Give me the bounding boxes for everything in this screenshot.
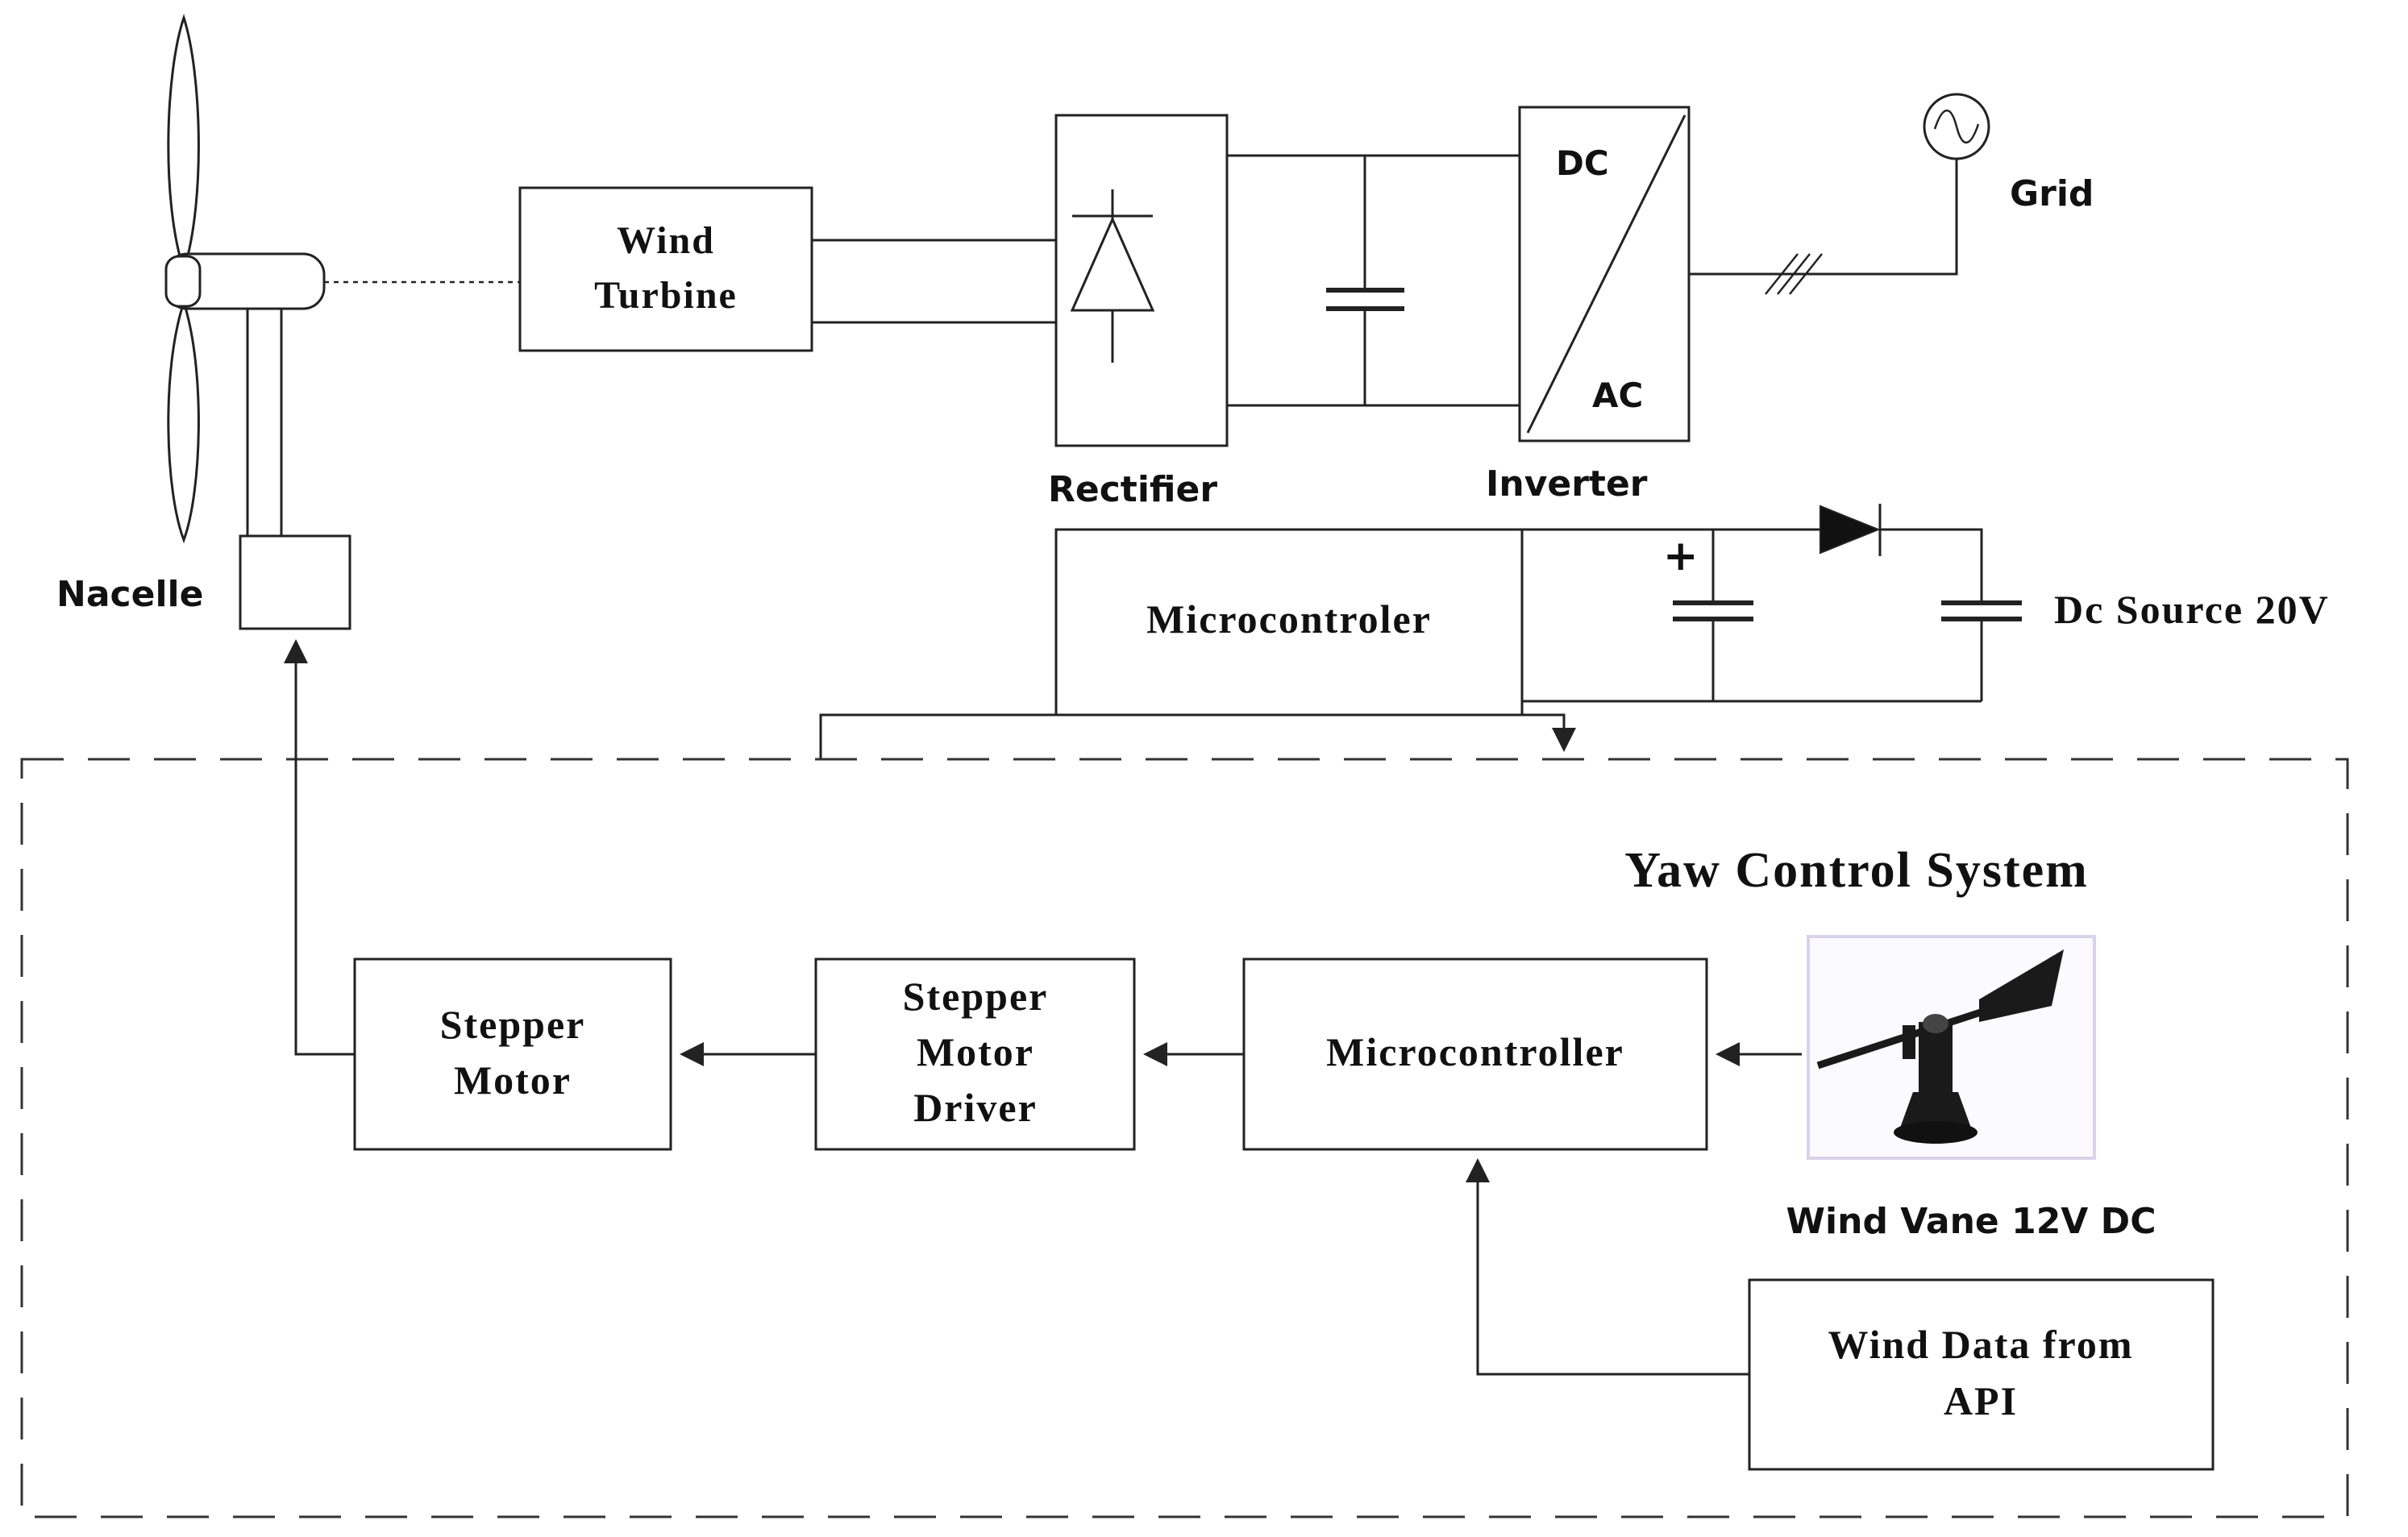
stepper-driver-label-2: Motor	[917, 1029, 1034, 1074]
microcontroller-box	[1242, 958, 1708, 1151]
wind-data-label-1: Wind Data from	[1828, 1322, 2134, 1367]
stepper-driver-label-1: Stepper	[903, 974, 1049, 1019]
stepper-motor-label-2: Motor	[454, 1057, 572, 1103]
wind-data-label-2: API	[1944, 1378, 2018, 1423]
inverter-ac-label: AC	[1592, 376, 1643, 415]
rectifier-label: Rectifier	[1048, 469, 1217, 510]
wind-turbine-label-2: Turbine	[594, 274, 738, 317]
wind-vane-icon	[1807, 935, 2096, 1160]
stepper-motor-label-1: Stepper	[440, 1002, 586, 1047]
wind-vane-label: Wind Vane 12V DC	[1786, 1201, 2156, 1242]
stepper-motor-box	[353, 958, 672, 1151]
microcontroller-label: Microcontroller	[1326, 1029, 1624, 1074]
diode-icon	[1070, 189, 1155, 363]
three-phase-marker-icon	[1765, 253, 1823, 295]
wind-data-api-box	[1748, 1278, 2215, 1471]
nacelle-label: Nacelle	[56, 574, 203, 615]
nacelle-box	[239, 534, 351, 630]
microcontroler-top-label: Microcontroler	[1146, 596, 1432, 642]
wind-turbine-label-1: Wind	[617, 219, 715, 262]
yaw-control-system-region	[20, 758, 2349, 1518]
wind-turbine-box	[518, 186, 813, 352]
ac-source-icon	[1923, 93, 1990, 160]
inverter-label: Inverter	[1486, 463, 1648, 505]
capacitor-icon	[1326, 156, 1404, 405]
rectifier-box	[1054, 114, 1229, 447]
dc-source-label: Dc Source 20V	[2054, 587, 2330, 632]
stepper-driver-box	[814, 958, 1136, 1151]
capacitor-plus-sign: +	[1663, 532, 1699, 580]
grid-label: Grid	[2010, 173, 2094, 214]
inverter-dc-label: DC	[1556, 143, 1609, 183]
capacitor-icon	[1673, 600, 1753, 621]
wind-turbine-rotor-icon	[164, 14, 326, 544]
capacitor-icon	[1941, 600, 2022, 621]
yaw-control-title: Yaw Control System	[1624, 843, 2089, 898]
stepper-driver-label-3: Driver	[913, 1085, 1038, 1130]
microcontroler-top-box	[1054, 528, 1524, 717]
diode-icon	[1820, 504, 1882, 556]
